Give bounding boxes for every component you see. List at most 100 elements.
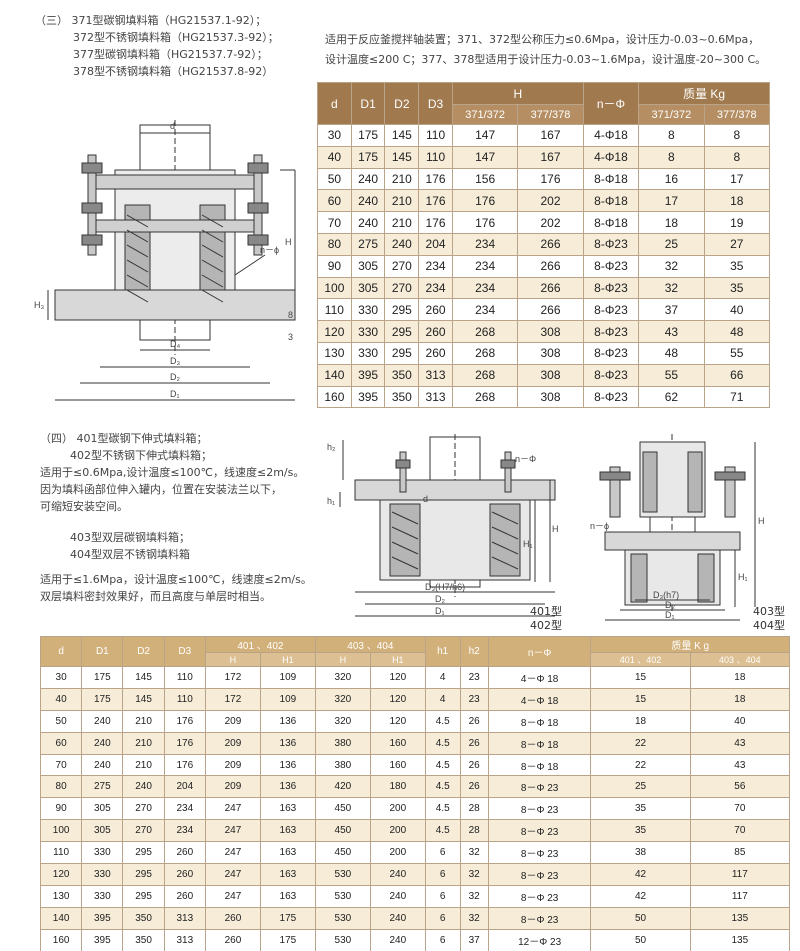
table-cell: 156 bbox=[451, 167, 519, 191]
section3-note: 适用于反应釜搅拌轴装置；371、372型公称压力≤0.6Mpa，设计压力-0.0… bbox=[325, 30, 785, 70]
table-cell: 234 bbox=[418, 276, 453, 300]
table-cell: 130 bbox=[39, 884, 83, 908]
table-cell: 308 bbox=[517, 341, 584, 365]
table-cell: 35 bbox=[703, 276, 771, 300]
table-cell: 8－Φ 18 bbox=[487, 731, 592, 755]
table-cell: 6 bbox=[424, 841, 461, 865]
table-cell: 210 bbox=[122, 709, 165, 733]
table-cell: 15 bbox=[590, 687, 691, 711]
table-cell: 48 bbox=[703, 320, 771, 343]
table-cell: 8-Φ23 bbox=[582, 276, 640, 300]
table-cell: 266 bbox=[517, 298, 584, 322]
table-cell: 240 bbox=[81, 709, 124, 733]
table-cell: 210 bbox=[384, 167, 420, 191]
table-cell: 70 bbox=[689, 797, 791, 821]
table-cell: 26 bbox=[459, 709, 489, 733]
table-cell: 320 bbox=[314, 666, 371, 689]
section4-line bbox=[40, 515, 312, 529]
table-cell: 313 bbox=[418, 363, 453, 387]
table-cell: 8－Φ 23 bbox=[487, 906, 592, 930]
col-header: n－Φ bbox=[487, 636, 592, 667]
table-cell: 8-Φ23 bbox=[582, 385, 640, 409]
table-cell: 4-Φ18 bbox=[582, 145, 640, 169]
table-cell: 8-Φ18 bbox=[582, 211, 640, 234]
table-cell: 247 bbox=[204, 884, 261, 908]
table-cell: 163 bbox=[259, 884, 316, 908]
table-cell: 4－Φ 18 bbox=[487, 666, 592, 689]
table-cell: 40 bbox=[689, 709, 791, 733]
table-cell: 163 bbox=[259, 841, 316, 865]
col-subheader: H1 bbox=[259, 652, 316, 667]
dim-D4: D₄ bbox=[170, 339, 180, 349]
table-cell: 23 bbox=[459, 687, 489, 711]
section3-title-line: （三） 371型碳钢填料箱（HG21537.1-92）； bbox=[35, 14, 267, 27]
table-cell: 70 bbox=[689, 819, 791, 843]
table-cell: 42 bbox=[590, 884, 691, 908]
table-cell: 240 bbox=[369, 863, 426, 886]
table-cell: 90 bbox=[317, 254, 352, 278]
dim-n-phi: n－Φ bbox=[515, 454, 536, 464]
table-cell: 120 bbox=[369, 687, 426, 711]
table-cell: 247 bbox=[204, 841, 261, 865]
table-371-378-specs: d D1 D2 D3 H n－Φ 质量 Kg 371/372 377/378 3… bbox=[317, 82, 771, 409]
table-cell: 247 bbox=[204, 819, 261, 843]
section4-line: 双层填料密封效果好，而且高度与单层时相当。 bbox=[40, 590, 271, 603]
table-cell: 270 bbox=[122, 819, 165, 843]
table-cell: 350 bbox=[122, 928, 165, 951]
table-cell: 40 bbox=[317, 145, 352, 169]
table-cell: 32 bbox=[459, 841, 489, 865]
table-cell: 8 bbox=[638, 124, 705, 147]
table-cell: 26 bbox=[459, 753, 489, 777]
table-cell: 43 bbox=[689, 731, 791, 755]
table-cell: 147 bbox=[451, 124, 519, 147]
col-subheader: 377/378 bbox=[703, 104, 771, 125]
col-header: 质量 Kg bbox=[638, 82, 770, 105]
table-cell: 305 bbox=[81, 797, 124, 821]
table-cell: 395 bbox=[350, 385, 386, 409]
table-cell: 135 bbox=[689, 928, 791, 951]
table-cell: 4.5 bbox=[424, 709, 461, 733]
table-cell: 110 bbox=[163, 687, 206, 711]
col-header: D1 bbox=[350, 82, 386, 125]
table-cell: 8－Φ 23 bbox=[487, 884, 592, 908]
table-cell: 15 bbox=[590, 666, 691, 689]
table-cell: 209 bbox=[204, 731, 261, 755]
table-cell: 140 bbox=[317, 363, 352, 387]
table-cell: 530 bbox=[314, 884, 371, 908]
table-cell: 8－Φ 23 bbox=[487, 775, 592, 799]
dim-H: H bbox=[552, 524, 559, 534]
table-cell: 176 bbox=[517, 167, 584, 191]
table-cell: 330 bbox=[81, 841, 124, 865]
table-cell: 38 bbox=[590, 841, 691, 865]
table-cell: 305 bbox=[350, 254, 386, 278]
col-subheader: 403 、404 bbox=[689, 652, 791, 667]
dim-d: d bbox=[170, 121, 175, 131]
col-header: n－Φ bbox=[582, 82, 640, 125]
drawing-371-packing-box: d H H₃ n－ϕ D₄ D₃ D₂ D₁ 8 3 bbox=[34, 120, 296, 401]
table-cell: 234 bbox=[451, 254, 519, 278]
drawing-401-402: h₂ h₁ d n－Φ H H₁ D₃(H7/h6) D₂ D₁ 401型 40… bbox=[327, 434, 562, 632]
table-cell: 330 bbox=[350, 298, 386, 322]
table-cell: 30 bbox=[317, 124, 352, 147]
table-cell: 17 bbox=[703, 167, 771, 191]
table-cell: 4.5 bbox=[424, 797, 461, 821]
table-cell: 18 bbox=[703, 189, 771, 213]
table-cell: 26 bbox=[459, 775, 489, 799]
table-cell: 320 bbox=[314, 687, 371, 711]
table-cell: 330 bbox=[350, 320, 386, 343]
table-cell: 266 bbox=[517, 276, 584, 300]
table-cell: 395 bbox=[81, 906, 124, 930]
table-cell: 27 bbox=[703, 232, 771, 256]
table-cell: 530 bbox=[314, 863, 371, 886]
